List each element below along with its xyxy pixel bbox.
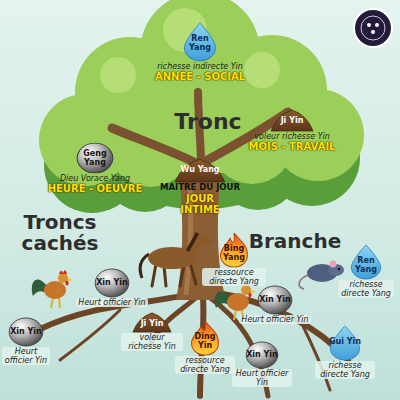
stem-node: Xin YinHeurt officier Yin — [232, 341, 292, 387]
stem-description: Heurt officier Yin — [239, 315, 310, 324]
dirt-icon: Ji Yin — [270, 108, 314, 132]
stem-name: Geng Yang — [76, 149, 114, 167]
stem-node: Xin YinHeurt officier Yin — [67, 268, 157, 307]
section-label: Troncs cachés — [22, 210, 99, 255]
dirt-icon: Ji Yin — [132, 311, 172, 333]
stem-name: Bing Yang — [218, 244, 250, 262]
drop-icon: Gui Yin — [328, 325, 362, 361]
rooster — [32, 270, 73, 308]
ball-outline — [9, 318, 43, 346]
stem-node: Ren Yang richesse indirecte YinANNÉE - SO… — [135, 22, 265, 83]
canopy-highlight — [100, 8, 280, 93]
stem-name: Ding Yin — [189, 332, 221, 350]
stem-name: Xin Yin — [246, 350, 278, 359]
stem-node: Xin YinHeurt officier Yin — [2, 317, 50, 365]
label-box: Branche — [245, 231, 345, 252]
stem-description: voleur richesse Yin — [254, 132, 329, 141]
stem-description: Heurt officier Yin — [232, 369, 292, 387]
ball-icon: Xin Yin — [94, 268, 130, 298]
stem-description: ressource directe Yang — [202, 268, 266, 286]
stem-node: Wu YangMAITRE DU JOURJOUR INTIME — [150, 157, 250, 216]
stem-name: Xin Yin — [259, 295, 291, 304]
stem-description: Heurt officier Yin — [76, 298, 147, 307]
stem-name: Ren Yang — [349, 256, 383, 274]
stem-node: Ji Yin voleur richesse YinMOIS - TRAVAIL — [242, 108, 342, 153]
stem-name: Ren Yang — [182, 34, 218, 52]
stem-node: Ding Yin ressource directe Yang — [175, 320, 235, 374]
ball-outline — [246, 342, 278, 368]
canopy — [39, 0, 364, 187]
day-master-label: MAITRE DU JOUR — [160, 183, 240, 193]
logo — [354, 9, 392, 47]
stem-name: Xin Yin — [96, 278, 128, 287]
dirt-outline — [175, 159, 225, 182]
stem-name: Wu Yang — [180, 165, 219, 174]
ball-icon: Xin Yin — [245, 341, 279, 369]
section-label: Tronc — [174, 109, 241, 134]
stem-description: voleur richesse Yin — [121, 333, 183, 351]
stem-name: Gui Yin — [329, 337, 361, 346]
stem-description: richesse indirecte Yin — [157, 62, 243, 71]
fire-icon: Ding Yin — [189, 320, 221, 356]
stem-description: richesse directe Yang — [315, 361, 375, 379]
pillar-label: MOIS - TRAVAIL — [249, 141, 336, 153]
fire-icon: Bing Yang — [218, 232, 250, 268]
pillar-label: JOUR INTIME — [173, 193, 227, 216]
section-label: Branche — [249, 229, 342, 253]
pillar-label: HEURE - OEUVRE — [48, 183, 143, 195]
stem-node: Ji Yin voleur richesse Yin — [121, 311, 183, 351]
trunk — [112, 92, 288, 300]
dirt-outline — [133, 313, 171, 332]
drop-icon: Ren Yang — [349, 244, 383, 280]
stem-name: Ji Yin — [141, 319, 164, 328]
pillar-label: ANNÉE - SOCIAL — [155, 71, 245, 83]
stem-description: Dieu Vorace Yang — [60, 174, 130, 183]
stem-node: Ren Yang richesse directe Yang — [338, 244, 394, 298]
ball-icon: Xin Yin — [257, 285, 293, 315]
dirt-icon: Wu Yang — [174, 157, 226, 183]
stem-name: Ji Yin — [281, 116, 304, 125]
dirt-outline — [271, 110, 313, 131]
stem-description: Heurt officier Yin — [2, 347, 50, 365]
ball-icon: Geng Yang — [76, 142, 114, 174]
stem-node: Xin YinHeurt officier Yin — [239, 285, 311, 324]
stem-node: Geng YangDieu Vorace YangHEURE - OEUVRE — [45, 142, 145, 195]
ball-outline — [95, 269, 129, 297]
drop-icon: Ren Yang — [182, 22, 218, 62]
stem-description: richesse directe Yang — [338, 280, 394, 298]
label-box: Tronc — [163, 110, 253, 133]
roots — [38, 292, 348, 396]
stem-name: Xin Yin — [10, 327, 42, 336]
ball-icon: Xin Yin — [8, 317, 44, 347]
stem-node: Gui Yin richesse directe Yang — [315, 325, 375, 379]
ball-outline — [258, 286, 292, 314]
label-box: Troncs cachés — [10, 212, 110, 254]
stem-description: ressource directe Yang — [175, 356, 235, 374]
